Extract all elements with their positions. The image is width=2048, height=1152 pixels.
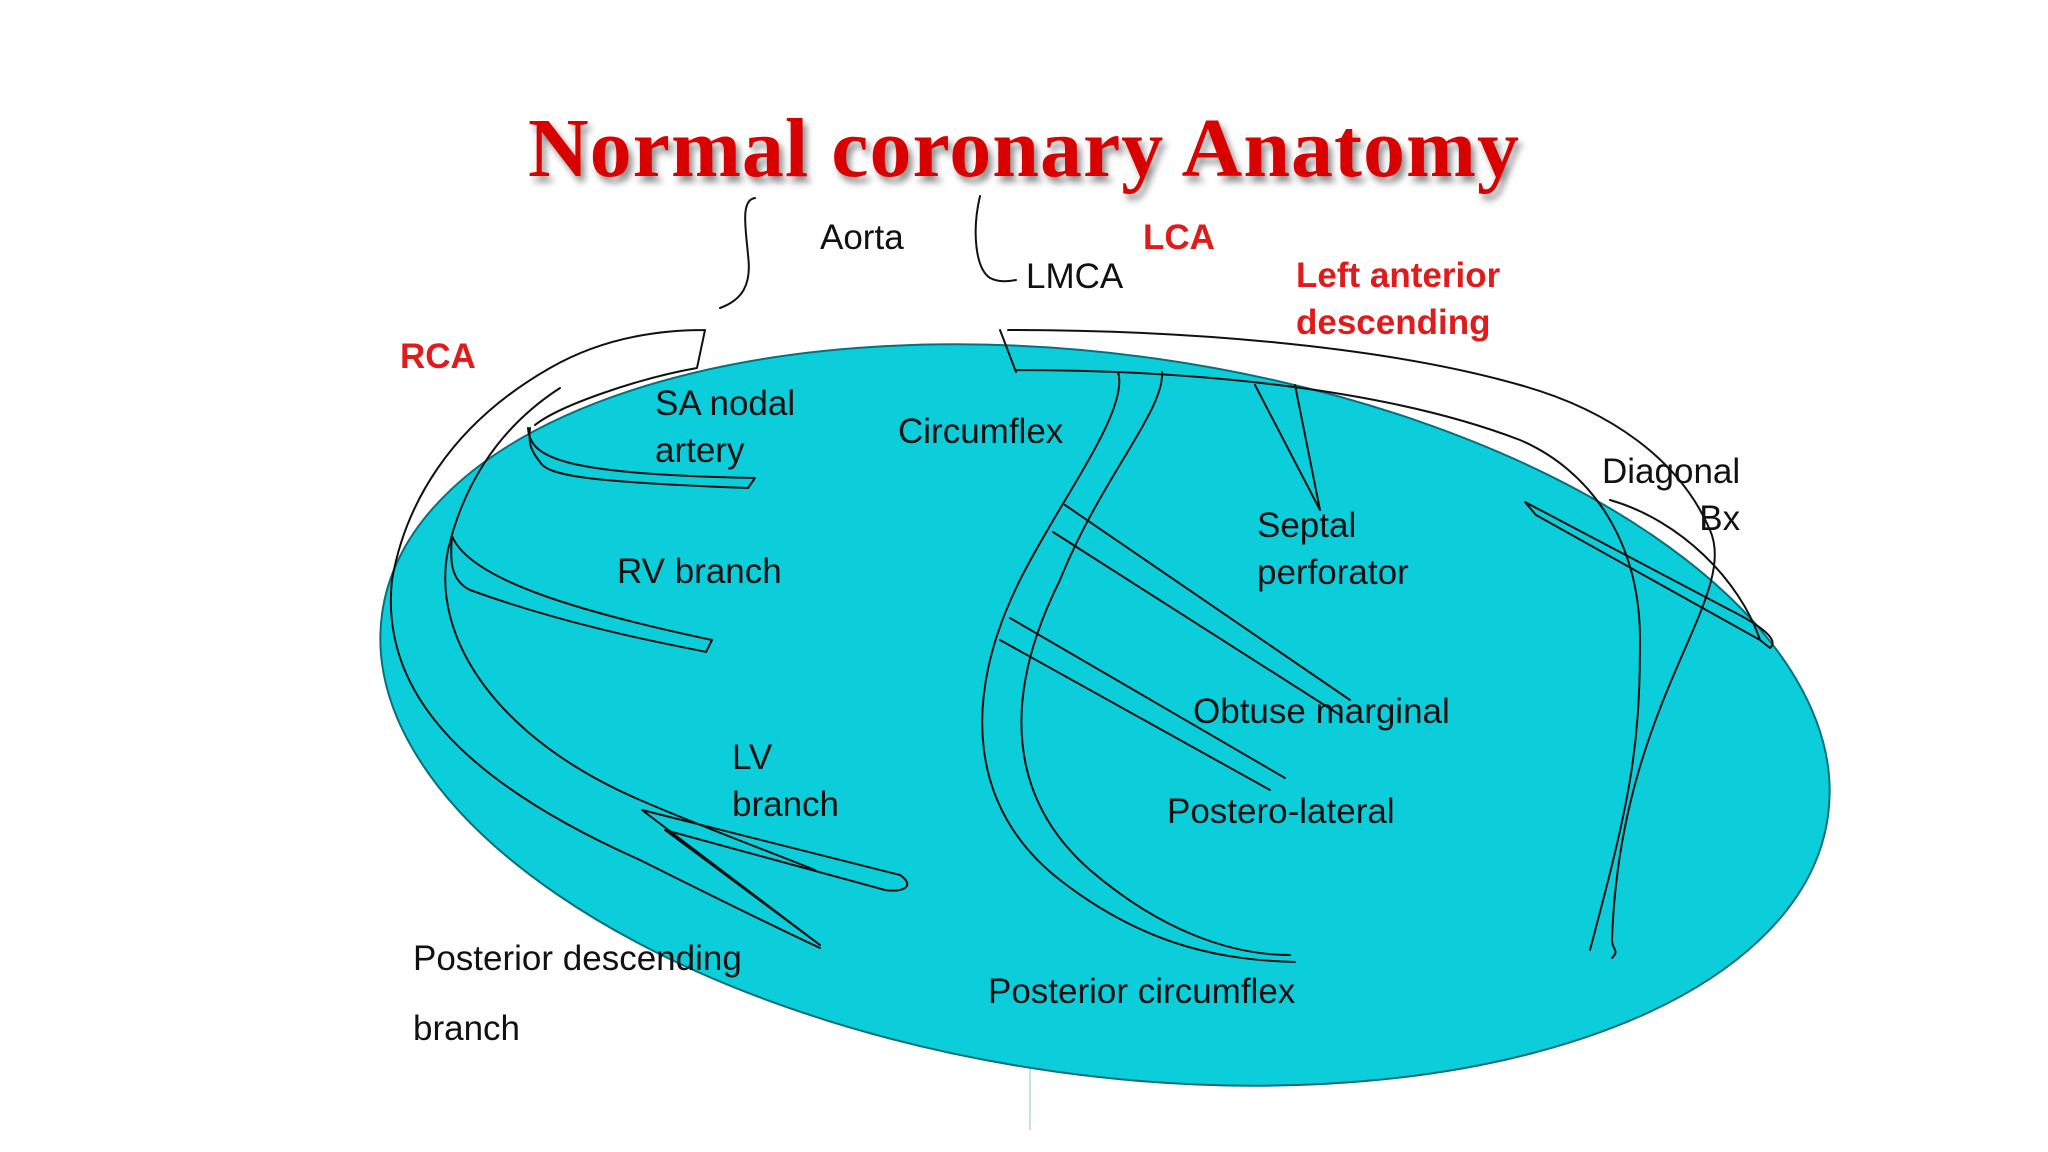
label-posterior-circumflex: Posterior circumflex: [988, 972, 1296, 1011]
label-rv-branch: RV branch: [617, 552, 782, 591]
label-aorta: Aorta: [820, 218, 904, 257]
diagonal-vessel: [1524, 499, 1774, 649]
lmca-pointer: [974, 195, 1017, 283]
label-diagonal: Diagonal Bx: [1602, 448, 1740, 542]
obtuse-marginal-vessel: [1052, 504, 1351, 716]
label-postero-lateral: Postero-lateral: [1167, 792, 1395, 831]
sa-nodal-vessel: [527, 427, 756, 489]
lad-vessel: [999, 329, 1716, 959]
page-title: Normal coronary Anatomy: [528, 102, 1520, 195]
circumflex-vessel: [981, 371, 1296, 963]
label-sa-nodal-line1: SA nodal: [655, 384, 796, 423]
rca-vessel-inner: [444, 387, 816, 871]
heart-outline: [379, 343, 1831, 1087]
rv-branch-vessel: [450, 535, 713, 653]
label-lad-line1: Left anterior: [1296, 256, 1501, 295]
label-sa-nodal-line2: artery: [655, 431, 745, 470]
label-obtuse-marginal: Obtuse marginal: [1193, 692, 1450, 731]
label-septal-line2: perforator: [1257, 553, 1409, 592]
label-lv-branch-line2: branch: [732, 785, 840, 824]
label-lv-branch: LV branch: [732, 734, 839, 828]
label-sa-nodal: SA nodal artery: [655, 380, 795, 474]
label-posterior-descending-line1: Posterior descending: [413, 939, 742, 978]
label-lca: LCA: [1143, 218, 1215, 257]
label-lv-branch-line1: LV: [732, 738, 773, 777]
label-posterior-descending: Posterior descending branch: [413, 924, 742, 1064]
postero-lateral-vessel: [999, 617, 1286, 791]
label-diagonal-line2: Bx: [1699, 499, 1741, 538]
lv-branch-vessel: [641, 809, 909, 946]
label-septal-line1: Septal: [1257, 506, 1357, 545]
septal-vessel: [1254, 384, 1321, 511]
aorta-pointer: [719, 197, 756, 309]
label-lmca: LMCA: [1026, 257, 1124, 296]
label-septal: Septal perforator: [1257, 502, 1409, 596]
rca-vessel: [389, 329, 821, 949]
label-circumflex: Circumflex: [898, 412, 1064, 451]
label-lad: Left anterior descending: [1296, 252, 1500, 346]
label-diagonal-line1: Diagonal: [1602, 452, 1741, 491]
label-lad-line2: descending: [1296, 303, 1491, 342]
label-posterior-descending-line2: branch: [413, 1009, 521, 1048]
label-rca: RCA: [400, 337, 476, 376]
